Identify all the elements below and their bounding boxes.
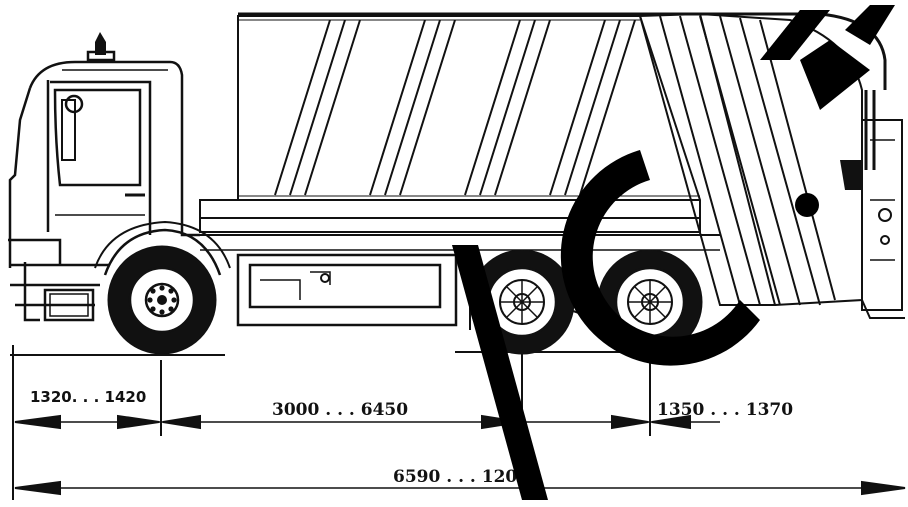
dimension-label-wheelbase: 3000 . . . 6450 bbox=[272, 400, 408, 420]
arrow-overall-left bbox=[14, 480, 61, 496]
arrow-overall-right bbox=[861, 480, 906, 496]
side-guard-inner bbox=[248, 263, 442, 309]
arrow-wheelbase-left bbox=[162, 414, 201, 430]
arrow-front-overhang-right bbox=[117, 414, 160, 430]
side-guard-outer bbox=[236, 253, 458, 327]
dimension-lines bbox=[12, 344, 906, 500]
ground-lines bbox=[10, 351, 715, 356]
dimension-label-axle-spacing: 1350 . . . 1370 bbox=[657, 400, 793, 420]
arrow-front-overhang-left bbox=[14, 414, 61, 430]
dimension-label-front-overhang: 1320. . . 1420 bbox=[30, 388, 146, 406]
front-wheel bbox=[107, 245, 217, 355]
truck-cab bbox=[8, 32, 231, 322]
dimension-label-overall-length: 6590 . . . 12000 bbox=[393, 467, 541, 487]
arrow-axle-right bbox=[651, 414, 691, 430]
arrow-axle-left bbox=[611, 414, 649, 430]
watermark bbox=[452, 5, 895, 500]
